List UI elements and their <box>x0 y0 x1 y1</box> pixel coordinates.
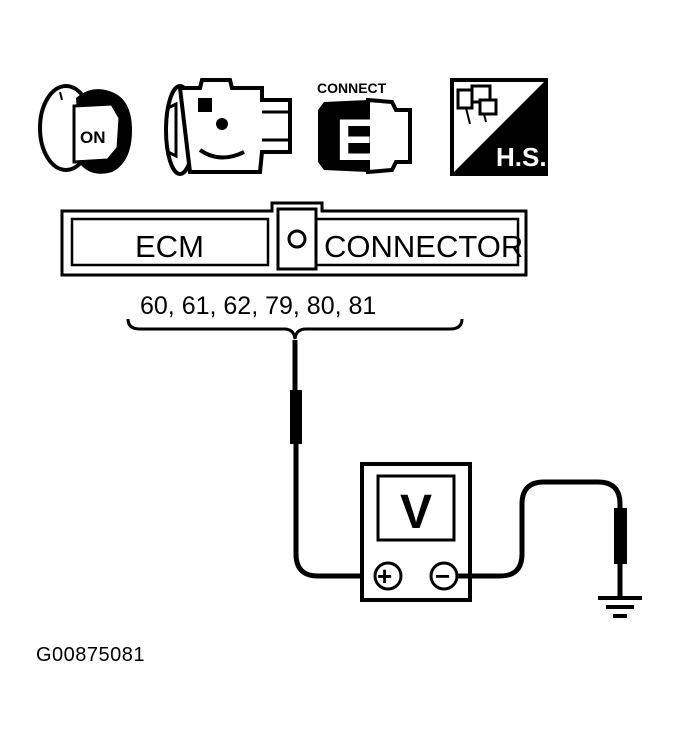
positive-probe <box>290 340 372 579</box>
connector-label: CONNECTOR <box>324 229 523 264</box>
harness-hs-icon: H.S. <box>450 78 548 176</box>
connect-letter: E <box>336 108 375 173</box>
connector-plug-icon: CONNECT E <box>317 80 412 175</box>
voltmeter: V + − <box>360 462 472 602</box>
voltmeter-circuit: V + − <box>290 340 642 618</box>
key-on-label: ON <box>80 128 106 147</box>
positive-symbol: + <box>377 561 392 591</box>
pins-brace <box>126 318 464 340</box>
ground-symbol-icon <box>598 596 642 618</box>
engine-icon <box>164 78 292 176</box>
meter-display <box>376 474 456 542</box>
connector-lock-icon <box>287 229 307 249</box>
positive-lead-wire <box>293 553 372 579</box>
icon-row: ON CONNECT E H.S. <box>38 78 548 176</box>
ecm-connector-panel: ECM CONNECTOR 60, 61, 62, 79, 80, 81 <box>60 201 528 340</box>
negative-symbol: − <box>435 561 450 591</box>
ecm-label: ECM <box>135 229 204 264</box>
negative-lead <box>457 479 627 596</box>
terminal-pins-label: 60, 61, 62, 79, 80, 81 <box>140 292 376 320</box>
meter-display-unit: V <box>400 486 432 539</box>
hs-label: H.S. <box>496 142 547 172</box>
connector-block: ECM CONNECTOR <box>60 201 528 277</box>
positive-terminal <box>373 561 403 591</box>
connect-label: CONNECT <box>317 80 387 96</box>
ignition-key-icon: ON <box>38 84 132 174</box>
figure-id: G00875081 <box>36 644 146 666</box>
